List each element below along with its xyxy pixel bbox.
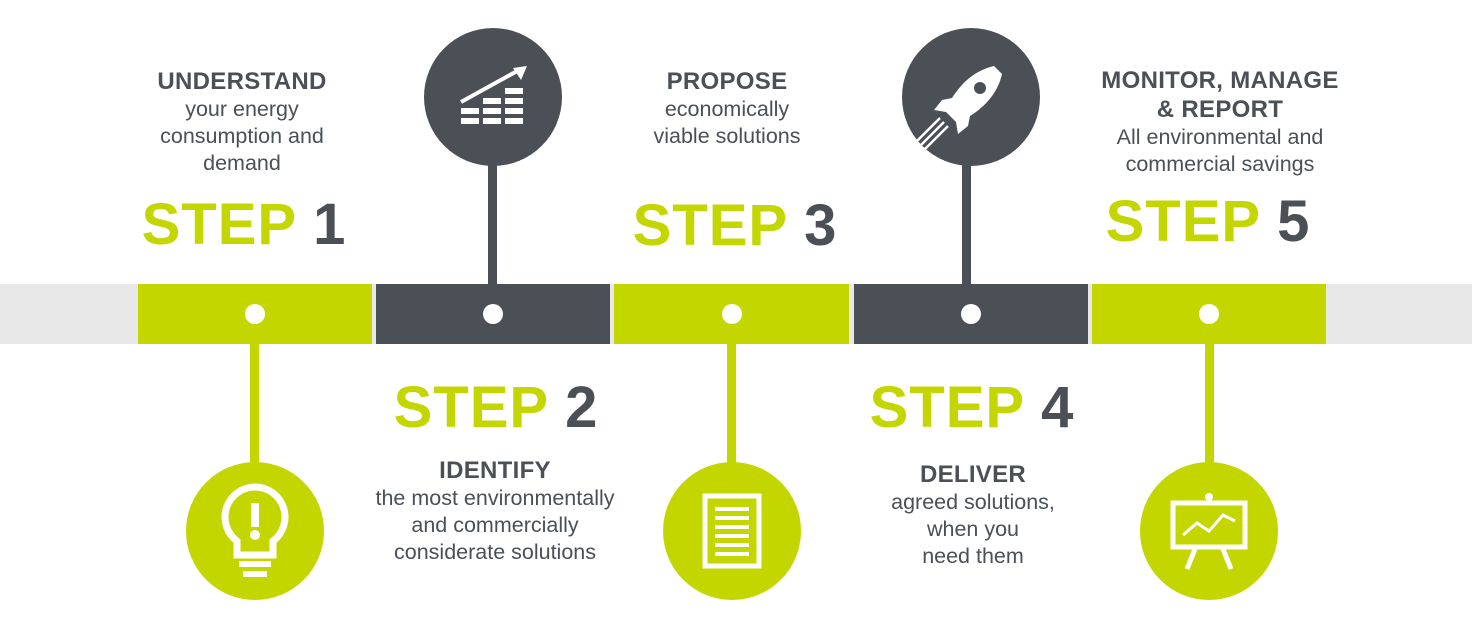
timeline-dot bbox=[483, 304, 503, 324]
connector-line bbox=[250, 344, 259, 466]
document-icon bbox=[663, 462, 801, 600]
step-1-label: STEP 1 bbox=[142, 195, 347, 255]
step-number: 4 bbox=[1041, 375, 1075, 440]
step-2-description: IDENTIFY the most environmentally and co… bbox=[376, 456, 615, 566]
step-4-title: DELIVER bbox=[919, 461, 1027, 488]
step-word: STEP bbox=[141, 192, 297, 257]
step-4-body-line: when you bbox=[926, 517, 1020, 541]
step-2-body-line: and commercially bbox=[411, 513, 579, 537]
step-3-body-line: economically bbox=[664, 97, 790, 121]
timeline-dot bbox=[245, 304, 265, 324]
step-word: STEP bbox=[393, 375, 549, 440]
step-5-title: MONITOR, MANAGE bbox=[1101, 67, 1339, 94]
timeline-dot bbox=[1199, 304, 1219, 324]
step-5-label: STEP 5 bbox=[1106, 192, 1311, 252]
step-word: STEP bbox=[632, 193, 788, 258]
timeline-segment-2 bbox=[376, 284, 610, 344]
step-number: 5 bbox=[1277, 189, 1311, 254]
connector-line bbox=[962, 160, 971, 284]
step-5-body-line: All environmental and bbox=[1116, 125, 1324, 149]
step-4-label: STEP 4 bbox=[870, 378, 1075, 438]
step-2-label: STEP 2 bbox=[394, 378, 599, 438]
connector-line bbox=[727, 344, 736, 466]
timeline-dot bbox=[721, 304, 742, 324]
timeline-segment-4 bbox=[854, 284, 1088, 344]
step-5-body-line: commercial savings bbox=[1125, 152, 1315, 176]
step-1-title: UNDERSTAND bbox=[157, 68, 327, 95]
step-5-title: & REPORT bbox=[1156, 96, 1284, 123]
connector-line bbox=[488, 160, 497, 284]
step-word: STEP bbox=[1105, 189, 1261, 254]
step-2-body-line: the most environmentally bbox=[375, 486, 615, 510]
step-3-title: PROPOSE bbox=[666, 68, 788, 95]
timeline-segment-5 bbox=[1092, 284, 1326, 344]
step-2-title: IDENTIFY bbox=[439, 457, 551, 484]
step-3-label: STEP 3 bbox=[633, 196, 838, 256]
step-1-body-line: demand bbox=[203, 151, 281, 175]
step-2-body-line: considerate solutions bbox=[394, 540, 596, 564]
step-word: STEP bbox=[869, 375, 1025, 440]
step-1-body-line: consumption and bbox=[160, 124, 324, 148]
connector-line bbox=[1205, 344, 1214, 466]
step-1-body-line: your energy bbox=[185, 97, 299, 121]
step-3-description: PROPOSE economically viable solutions bbox=[653, 67, 800, 150]
step-4-body-line: need them bbox=[922, 544, 1024, 568]
step-number: 1 bbox=[313, 192, 347, 257]
timeline-segment-1 bbox=[138, 284, 372, 344]
step-number: 2 bbox=[565, 375, 599, 440]
presentation-board-icon bbox=[1140, 462, 1278, 600]
step-3-body-line: viable solutions bbox=[653, 124, 801, 148]
step-number: 3 bbox=[804, 193, 838, 258]
lightbulb-icon bbox=[186, 462, 324, 600]
timeline-segment-3 bbox=[614, 284, 849, 344]
rocket-icon bbox=[902, 28, 1040, 166]
growth-chart-icon bbox=[424, 28, 562, 166]
step-5-description: MONITOR, MANAGE & REPORT All environment… bbox=[1101, 66, 1338, 178]
step-1-description: UNDERSTAND your energy consumption and d… bbox=[157, 67, 326, 177]
timeline-dot bbox=[961, 304, 981, 324]
step-4-description: DELIVER agreed solutions, when you need … bbox=[891, 460, 1055, 570]
step-4-body-line: agreed solutions, bbox=[891, 490, 1055, 514]
